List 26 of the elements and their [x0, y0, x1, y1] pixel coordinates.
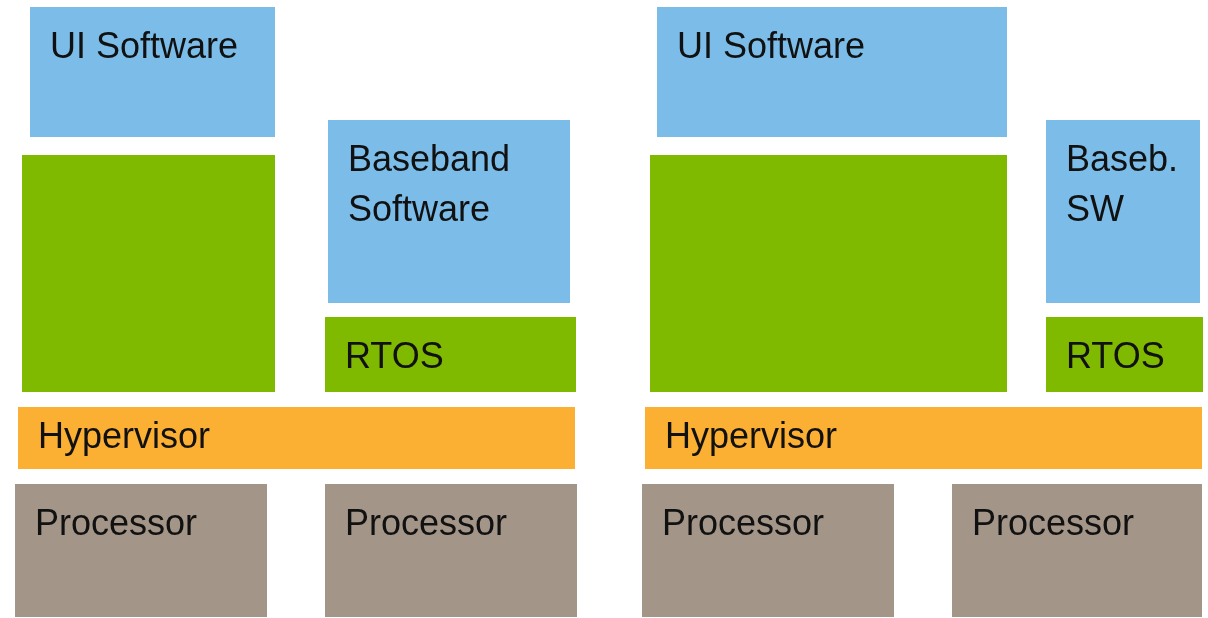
layer-label: Processor [35, 501, 198, 545]
hypervisor-layer [645, 407, 1202, 469]
processor-block [642, 484, 894, 617]
layer-label: RTOS [345, 334, 444, 378]
processor-block [325, 484, 577, 617]
processor-block [15, 484, 267, 617]
layer-label: Hypervisor [665, 414, 838, 458]
software-layer [30, 7, 275, 137]
os-layer [22, 155, 275, 392]
layer-label: RTOS [1066, 334, 1165, 378]
processor-block [952, 484, 1202, 617]
layer-label: Processor [662, 501, 825, 545]
layer-label: Processor [972, 501, 1135, 545]
layer-label: Baseb. SW [1066, 137, 1180, 232]
layer-label: UI Software [677, 24, 866, 68]
software-layer [328, 120, 570, 303]
layer-label: Hypervisor [38, 414, 211, 458]
software-layer [1046, 120, 1200, 303]
os-layer [325, 317, 576, 392]
layer-label: UI Software [50, 24, 239, 68]
os-layer [1046, 317, 1203, 392]
hypervisor-layer [18, 407, 575, 469]
layer-label: Baseband Software [348, 137, 512, 232]
os-layer [650, 155, 1007, 392]
software-layer [657, 7, 1007, 137]
layer-label: Processor [345, 501, 508, 545]
